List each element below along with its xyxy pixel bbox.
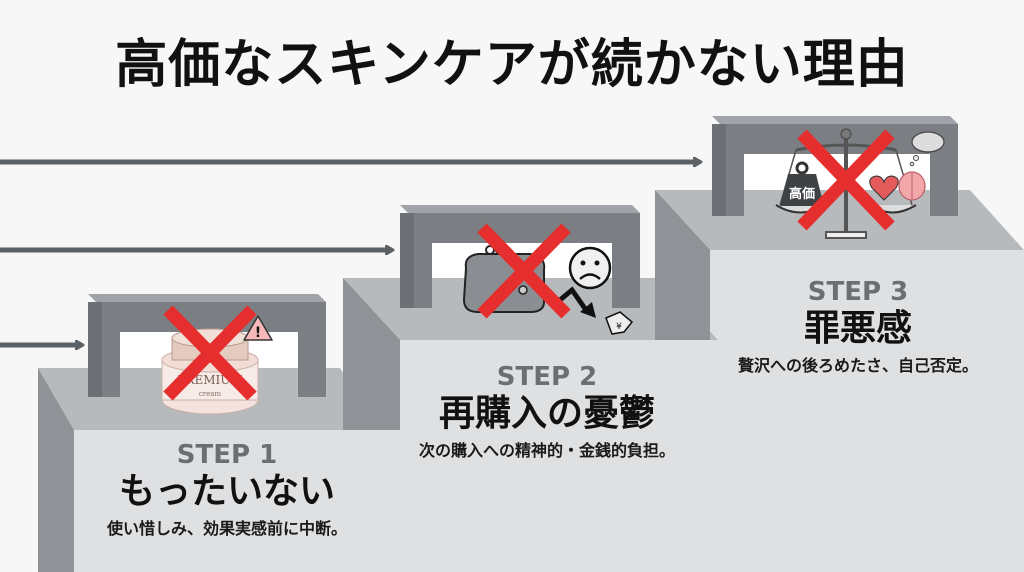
heart-icon (869, 175, 899, 201)
step-1-description: 使い惜しみ、効果実感前に中断。 (106, 519, 347, 538)
cross-mark-step-1 (163, 305, 257, 401)
cross-mark-step-3 (797, 129, 895, 231)
page-title: 高価なスキンケアが続かない理由 (115, 35, 909, 95)
weight-label: 高価 (789, 186, 815, 202)
warning-icon: ! (243, 315, 273, 341)
yen-price-tag-icon: ¥ (605, 311, 634, 335)
step-2-label: STEP 2 (496, 362, 598, 392)
step-2-heading: 再購入の憂鬱 (438, 393, 655, 434)
step-1-label: STEP 1 (176, 440, 278, 470)
step-3-label: STEP 3 (807, 277, 909, 307)
step-3-description: 贅沢への後ろめたさ、自己否定。 (737, 356, 978, 375)
step-3-heading: 罪悪感 (803, 308, 912, 349)
jar-sub-text: cream (199, 390, 222, 398)
sad-face-icon (568, 246, 612, 290)
step-2-text: STEP 2 再購入の憂鬱 次の購入への精神的・金銭的負担。 (392, 362, 702, 462)
step-1-heading: もったいない (118, 471, 335, 512)
svg-text:¥: ¥ (616, 322, 622, 332)
step-1-text: STEP 1 もったいない 使い惜しみ、効果実感前に中断。 (74, 440, 380, 540)
cross-mark-step-2 (477, 223, 571, 319)
brain-icon (898, 171, 926, 201)
svg-text:!: ! (255, 325, 261, 341)
thought-bubble-icon (909, 131, 945, 167)
weight-icon (780, 161, 824, 206)
down-arrow-icon (558, 286, 596, 318)
step-2-description: 次の購入への精神的・金銭的負担。 (418, 441, 675, 460)
premium-cream-jar-icon: PREMIUM cream (161, 328, 259, 415)
step-3-text: STEP 3 罪悪感 贅沢への後ろめたさ、自己否定。 (708, 277, 1008, 377)
